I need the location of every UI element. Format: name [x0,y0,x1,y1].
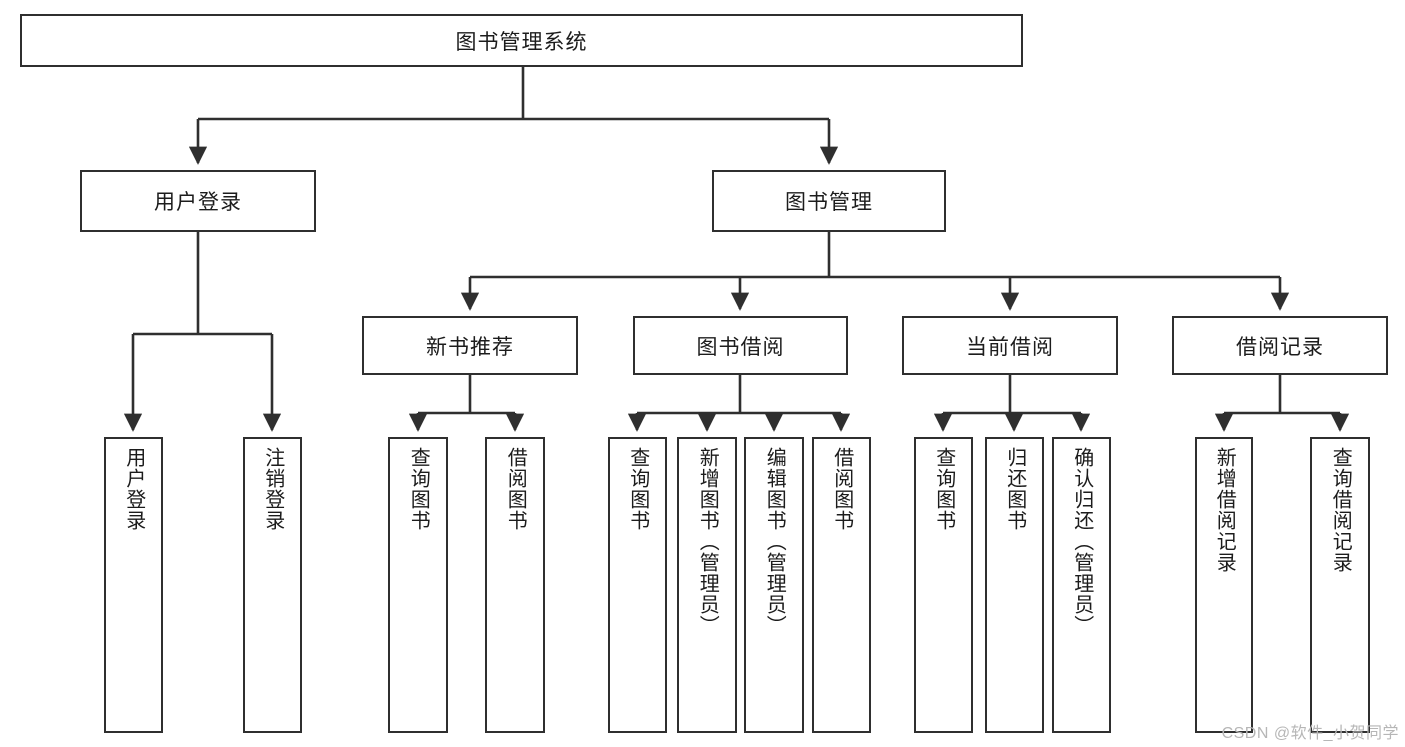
node-user-login-label: 用户登录 [154,191,242,214]
node-current-borrow-label: 当前借阅 [966,335,1054,359]
node-leaf-edit-book[interactable]: 编辑图书（管理员） [744,437,804,733]
node-leaf-confirm-return[interactable]: 确认归还（管理员） [1052,437,1111,733]
node-leaf-add-book[interactable]: 新增图书（管理员） [677,437,737,733]
node-borrow-record[interactable]: 借阅记录 [1172,316,1388,375]
node-leaf-add-record[interactable]: 新增借阅记录 [1195,437,1253,733]
node-user-login[interactable]: 用户登录 [80,170,316,232]
node-root-label: 图书管理系统 [455,30,588,54]
node-leaf-query-book-3[interactable]: 查询图书 [914,437,973,733]
node-leaf-logout[interactable]: 注销登录 [243,437,302,733]
leaf-label: 注销登录 [261,447,284,531]
leaf-label: 新增借阅记录 [1213,447,1236,573]
node-current-borrow[interactable]: 当前借阅 [902,316,1118,375]
node-book-manage[interactable]: 图书管理 [712,170,946,232]
node-leaf-return-book[interactable]: 归还图书 [985,437,1044,733]
leaf-label: 查询图书 [932,447,955,531]
node-borrow-record-label: 借阅记录 [1236,335,1324,359]
leaf-label: 用户登录 [122,447,145,531]
leaf-label: 借阅图书 [830,447,853,531]
node-leaf-query-book-2[interactable]: 查询图书 [608,437,667,733]
leaf-label: 查询借阅记录 [1329,447,1352,573]
watermark: CSDN @软件_小贺同学 [1221,725,1399,742]
node-new-book-rec-label: 新书推荐 [426,335,514,359]
node-leaf-borrow-book-2[interactable]: 借阅图书 [812,437,871,733]
node-leaf-borrow-book-1[interactable]: 借阅图书 [485,437,545,733]
leaf-label: 查询图书 [626,447,649,531]
leaf-label: 借阅图书 [504,447,527,531]
node-root[interactable]: 图书管理系统 [20,14,1023,67]
leaf-label: 查询图书 [407,447,430,531]
node-book-borrow-label: 图书借阅 [696,335,785,359]
node-leaf-user-login[interactable]: 用户登录 [104,437,163,733]
leaf-label: 新增图书（管理员） [696,447,719,636]
node-new-book-rec[interactable]: 新书推荐 [362,316,578,375]
node-leaf-query-record[interactable]: 查询借阅记录 [1310,437,1370,733]
leaf-label: 编辑图书（管理员） [763,447,786,636]
leaf-label: 归还图书 [1003,447,1026,531]
node-book-borrow[interactable]: 图书借阅 [633,316,848,375]
node-leaf-query-book-1[interactable]: 查询图书 [388,437,448,733]
node-book-manage-label: 图书管理 [785,191,873,214]
leaf-label: 确认归还（管理员） [1070,447,1093,636]
